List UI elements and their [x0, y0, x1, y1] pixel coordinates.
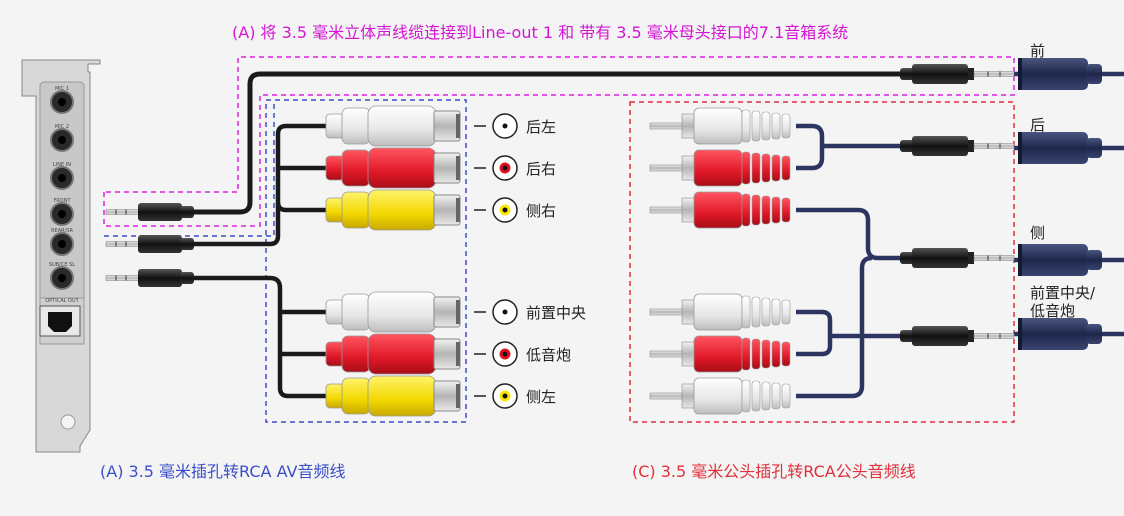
- rca-male-plug: [649, 335, 791, 373]
- speaker-label-center-sub-2: 低音炮: [1030, 302, 1076, 320]
- splitter-cable: [275, 201, 330, 213]
- rca-female-jack: [325, 375, 518, 417]
- speaker-connector-icon: [1018, 58, 1102, 90]
- rca-female-jack: [325, 189, 518, 231]
- card-jack-label: REAR/SR: [51, 228, 73, 234]
- card-jack-label: FRONT: [53, 198, 71, 204]
- speaker-label-rear: 后: [1030, 116, 1046, 134]
- rca-female-jack: [325, 333, 518, 375]
- rca-female-jack: [325, 105, 518, 147]
- mini-plug-icon: [900, 326, 1015, 346]
- rca-female-jack: [325, 291, 518, 333]
- caption-bottom-right: (C) 3.5 毫米公头插孔转RCA公头音频线: [632, 462, 916, 481]
- magenta-outline: [103, 56, 1015, 227]
- speaker-label-front: 前: [1030, 42, 1046, 60]
- card-jack-label: MIC 1: [55, 86, 69, 92]
- splitter-cable: [180, 275, 330, 399]
- card-optical-label: OPTICAL OUT: [45, 298, 79, 304]
- speaker-label-center-sub-1: 前置中央/: [1030, 284, 1096, 302]
- rca-male-plug: [649, 149, 791, 187]
- sound-card-bracket: [21, 59, 101, 453]
- mini-plug-icon: [900, 136, 1015, 156]
- rca-male-plug: [649, 107, 791, 145]
- blue-outline: [265, 99, 467, 423]
- caption-bottom-left: (A) 3.5 毫米插孔转RCA AV音频线: [100, 462, 346, 481]
- rca-output-label: 前置中央: [526, 304, 587, 322]
- mini-plug-icon: [105, 269, 194, 287]
- mini-plug-icon: [105, 235, 194, 253]
- card-jack-label: MIC 2: [55, 124, 69, 130]
- rca-output-label: 后右: [526, 160, 557, 178]
- speaker-connector-icon: [1018, 318, 1102, 350]
- navy-cable: [796, 207, 912, 261]
- rca-male-plug: [649, 377, 791, 415]
- rca-output-label: 低音炮: [526, 346, 572, 364]
- rca-female-jack: [325, 147, 518, 189]
- mini-plug-icon: [900, 64, 1015, 84]
- rca-output-label: 后左: [526, 118, 557, 136]
- navy-cable: [796, 123, 825, 171]
- speaker-connector-icon: [1018, 132, 1102, 164]
- cable-a: [180, 71, 912, 215]
- rca-male-plug: [649, 293, 791, 331]
- splitter-cable: [180, 123, 330, 247]
- speaker-connector-icon: [1018, 244, 1102, 276]
- card-jack-label: LINE IN: [53, 162, 71, 168]
- mini-plug-icon: [105, 203, 194, 221]
- speaker-label-side: 侧: [1030, 224, 1046, 242]
- navy-cable: [796, 255, 873, 399]
- mini-plug-icon: [900, 248, 1015, 268]
- rca-output-label: 侧左: [526, 388, 557, 406]
- rca-output-label: 侧右: [526, 202, 557, 220]
- rca-male-plug: [649, 191, 791, 229]
- caption-top: (A) 将 3.5 毫米立体声线缆连接到Line-out 1 和 带有 3.5 …: [232, 23, 849, 42]
- navy-cable: [796, 309, 833, 357]
- card-jack-label: SUB/CE SL: [49, 262, 75, 268]
